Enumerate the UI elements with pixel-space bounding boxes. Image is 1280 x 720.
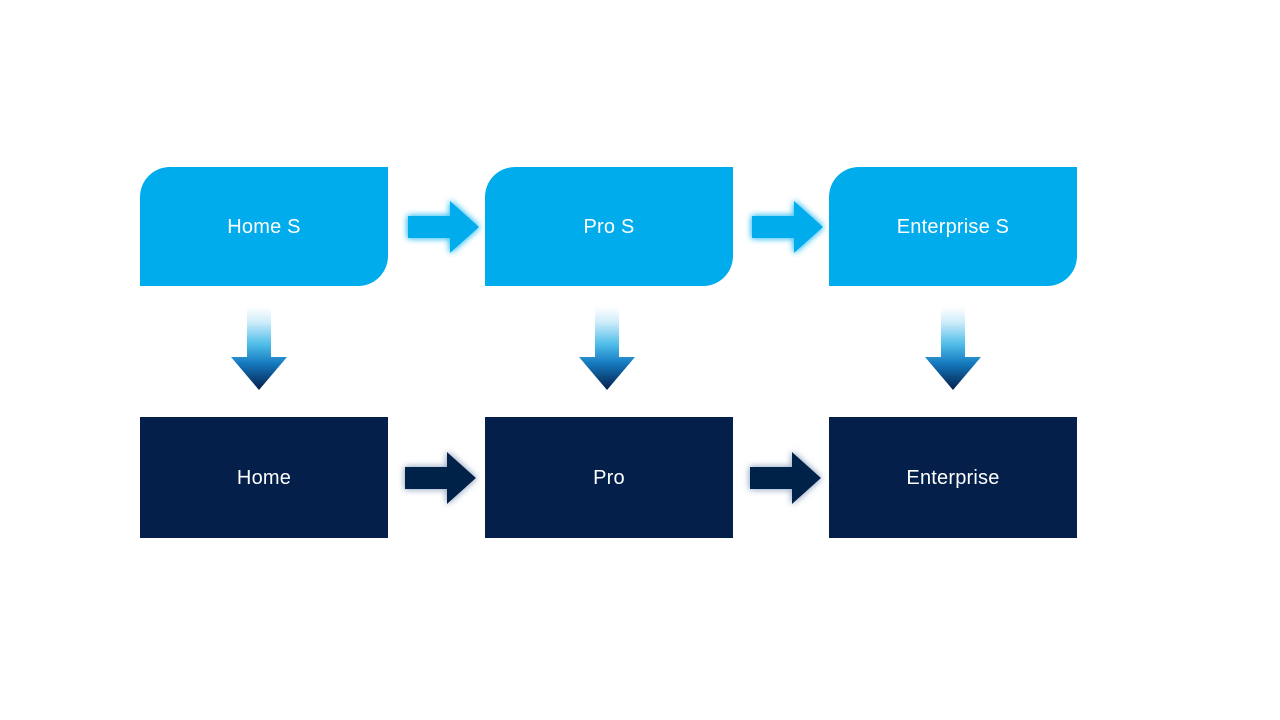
arrow-home-to-pro bbox=[405, 450, 477, 506]
node-enterprise[interactable]: Enterprise bbox=[829, 417, 1077, 538]
arrow-down-icon bbox=[925, 307, 981, 390]
node-pro-s[interactable]: Pro S bbox=[485, 167, 733, 286]
arrow-right-icon bbox=[405, 452, 476, 504]
node-home[interactable]: Home bbox=[140, 417, 388, 538]
node-home-s[interactable]: Home S bbox=[140, 167, 388, 286]
arrow-home-s-to-pro-s bbox=[408, 199, 480, 255]
arrow-right-icon bbox=[752, 201, 823, 253]
arrow-down-icon bbox=[579, 307, 635, 390]
node-enterprise-s[interactable]: Enterprise S bbox=[829, 167, 1077, 286]
node-pro-s-label: Pro S bbox=[583, 215, 635, 238]
arrow-home-s-to-home bbox=[230, 307, 288, 391]
arrow-enterprise-s-to-enterprise bbox=[924, 307, 982, 391]
arrow-pro-s-to-pro bbox=[578, 307, 636, 391]
node-home-s-label: Home S bbox=[227, 215, 301, 238]
node-home-label: Home bbox=[236, 466, 292, 489]
arrow-down-icon bbox=[231, 307, 287, 390]
node-pro[interactable]: Pro bbox=[485, 417, 733, 538]
node-enterprise-label: Enterprise bbox=[906, 466, 1000, 489]
arrow-pro-s-to-enterprise-s bbox=[752, 199, 824, 255]
arrow-pro-to-enterprise bbox=[750, 450, 822, 506]
arrow-right-icon bbox=[750, 452, 821, 504]
node-pro-label: Pro bbox=[593, 466, 625, 489]
arrow-right-icon bbox=[408, 201, 479, 253]
node-enterprise-s-label: Enterprise S bbox=[896, 215, 1010, 238]
